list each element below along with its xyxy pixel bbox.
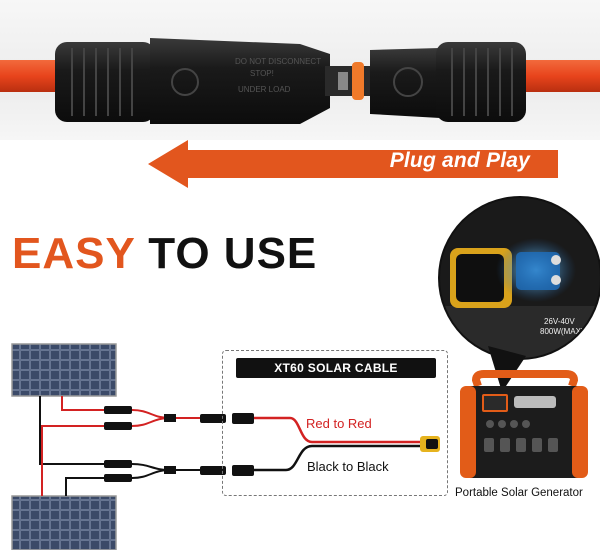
solar-panel-top	[11, 343, 117, 397]
spec-power: 800W(MAX)	[540, 327, 584, 336]
mc4-black-connector	[200, 466, 226, 475]
warning-line-1: DO NOT DISCONNECT	[235, 57, 321, 66]
right-connector-body	[370, 48, 440, 118]
left-arrow-icon	[148, 140, 558, 188]
headline: EASY TO USE	[12, 232, 317, 276]
connector-photo: DO NOT DISCONNECT STOP! UNDER LOAD	[0, 0, 600, 140]
spec-voltage: 26V-40V	[544, 317, 575, 326]
warning-line-2: STOP!	[250, 69, 274, 78]
headline-accent: EASY	[12, 229, 136, 278]
red-to-red-label: Red to Red	[306, 416, 372, 431]
left-nut	[55, 42, 155, 122]
plug-and-play-banner: Plug and Play	[148, 140, 558, 188]
headline-rest: TO USE	[148, 229, 318, 278]
left-connector-body	[150, 38, 330, 124]
portable-solar-generator	[460, 370, 588, 478]
cable-title: XT60 SOLAR CABLE	[236, 358, 436, 378]
xt60-port-zoom: 26V-40V 800W(MAX)	[436, 196, 600, 392]
solar-panel-bottom	[11, 495, 117, 550]
right-cable	[520, 60, 600, 92]
wiring-diagram	[0, 330, 600, 550]
black-to-black-label: Black to Black	[307, 459, 389, 474]
generator-label: Portable Solar Generator	[455, 487, 583, 499]
plug-and-play-label: Plug and Play	[389, 149, 530, 172]
right-nut	[436, 42, 526, 122]
cable-box	[222, 350, 448, 496]
warning-line-3: UNDER LOAD	[238, 85, 291, 94]
mc4-red-connector	[200, 414, 226, 423]
